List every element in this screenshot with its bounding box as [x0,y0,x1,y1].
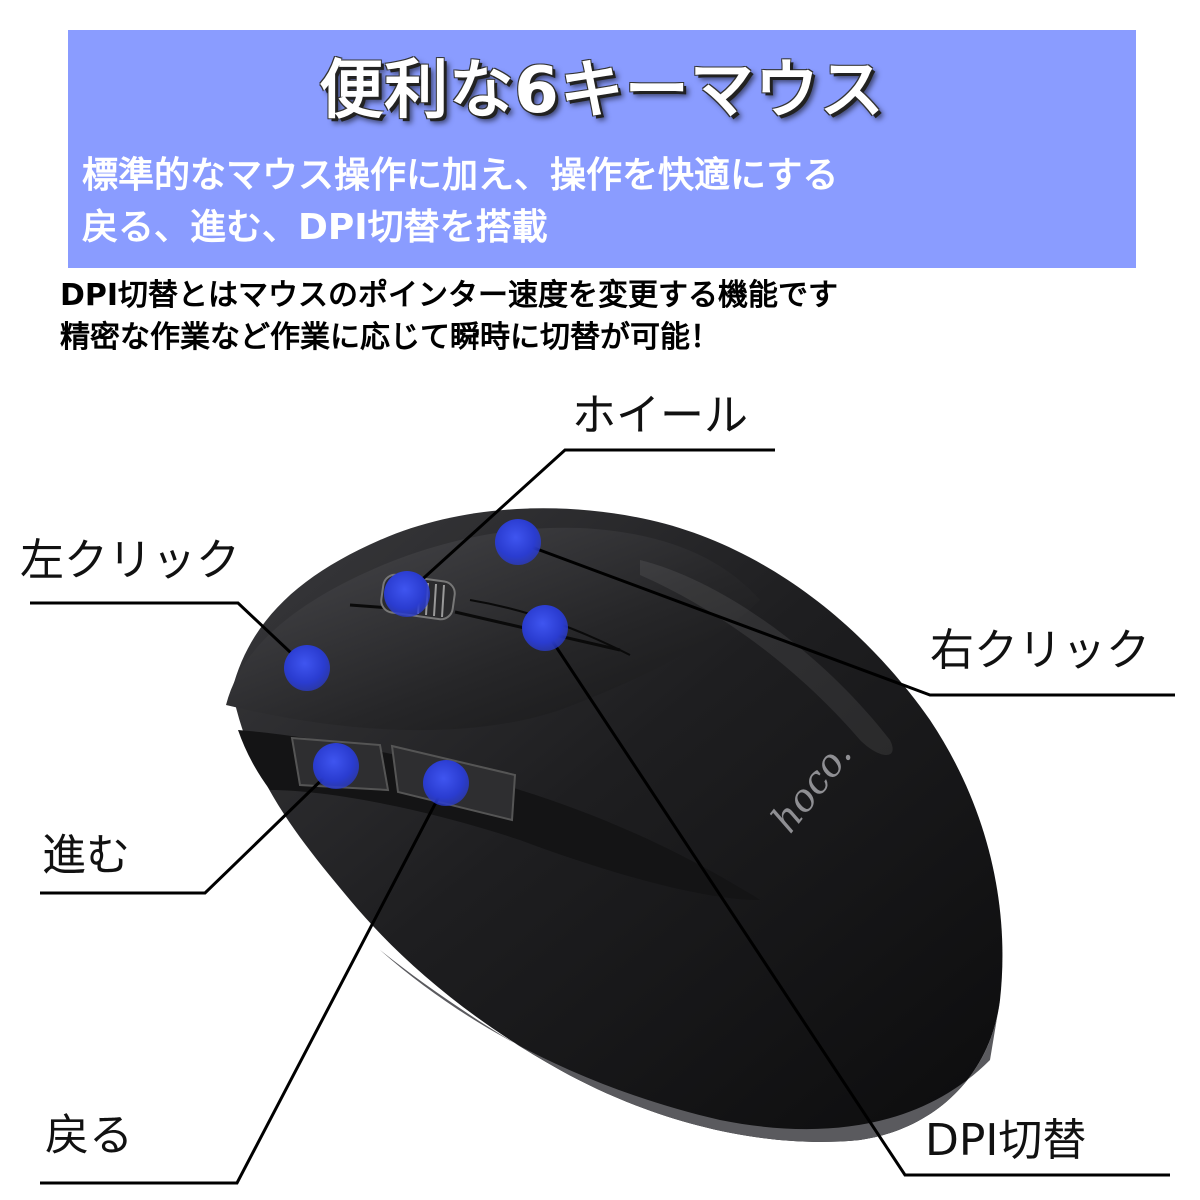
marker-forward [313,743,359,789]
marker-wheel [384,571,430,617]
label-dpi: DPI切替 [925,1115,1087,1166]
label-back: 戻る [45,1110,133,1161]
subtitle-line-1: 標準的なマウス操作に加え、操作を快適にする [82,155,839,196]
mouse-top-shell [226,527,760,731]
callout-line-left-click [30,601,309,670]
label-forward: 進む [42,830,130,881]
marker-back [423,760,469,806]
marker-right-click [495,519,541,565]
page-title: 便利な6キーマウス [319,54,885,128]
label-left-click: 左クリック [20,535,240,586]
body-highlight [640,560,893,755]
header-banner: 便利な6キーマウス 標準的なマウス操作に加え、操作を快適にする 戻る、進む、DP… [68,30,1136,268]
description-line-2: 精密な作業など作業に応じて瞬時に切替が可能！ [60,320,720,355]
callout-line-wheel [403,448,775,597]
description-line-1: DPI切替とはマウスのポインター速度を変更する機能です [60,278,839,313]
callout-line-dpi [543,629,1170,1177]
button-markers [284,519,568,806]
marker-left-click [284,645,330,691]
callout-line-back [40,782,448,1185]
label-right-click: 右クリック [930,625,1150,676]
callout-lines [30,448,1175,1185]
callout-line-forward [40,764,338,895]
callout-line-right-click [517,540,1175,697]
label-wheel: ホイール [572,390,748,441]
marker-dpi [522,605,568,651]
subtitle-line-2: 戻る、進む、DPI切替を搭載 [82,207,548,248]
